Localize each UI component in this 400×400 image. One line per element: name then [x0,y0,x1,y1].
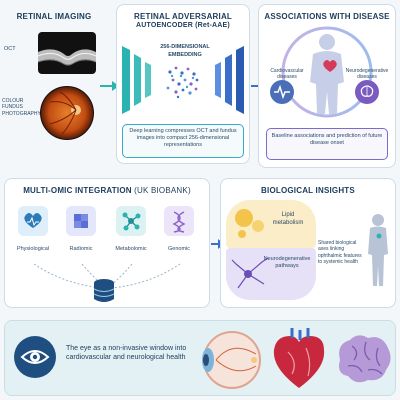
lipid-label: Lipid metabolism [272,212,304,226]
eye-anatomy-illustration [202,331,261,389]
fundus-photo [40,86,94,140]
multiomic-label-genomic: Genomic [167,246,190,252]
associations-title: ASSOCIATIONS WITH DISEASE [264,12,390,21]
fundus-label: COLOUR FUNDUS PHOTOGRAPHY [2,98,41,117]
associations-caption: Baseline associations and prediction of … [271,133,383,146]
insights-body-icon [368,214,388,286]
body-heart-icon [323,60,337,72]
neuro-label: Neurodegenerative diseases [345,68,389,81]
eye-icon [14,336,56,378]
oct-image [38,32,96,74]
cardio-label: Cardiovascular diseases [270,68,304,81]
oct-label: OCT [4,46,16,52]
encoder-layer-3 [145,62,151,98]
autoencoder-caption: Deep learning compresses OCT and fundus … [129,128,237,148]
autoencoder-title-line1: RETINAL ADVERSARIAL [133,12,233,21]
physiological-icon [18,206,48,236]
body-figure [281,26,373,118]
encoder-layer-1 [122,46,130,114]
multiomic-connectors [33,263,181,289]
bottom-banner [4,320,396,396]
radiomic-icon [66,206,96,236]
multiomic-label-radiomic: Radiomic [69,246,93,252]
latent-cluster [166,66,199,99]
encoder-layer-2 [134,54,141,106]
neuro-pathways-box [226,248,316,300]
cardio-icon [270,80,294,104]
multiomic-label-physiological: Physiological [16,246,50,252]
lipid-circle [226,200,316,248]
multiomic-title-main: MULTI-OMIC INTEGRATION [23,186,132,195]
bottom-text: The eye as a non-invasive window into ca… [66,345,187,362]
embedding-label-line2: EMBEDDING [168,52,202,58]
insights-caption: Shared biological axes linking ophthalmi… [318,240,362,265]
metabolomic-icon [116,206,146,236]
neuro-icon [355,80,379,104]
brain-illustration [339,335,391,383]
decoder-layer-2 [225,54,232,106]
embedding-label-line1: 256-DIMENSIONAL [160,44,210,50]
genomic-icon [164,206,194,236]
imaging-to-ae-arrow [100,81,119,91]
associations-caption-box [266,128,388,160]
multiomic-label-metabolomic: Metabolomic [115,246,147,252]
multiomic-title-suffix: (UK BIOBANK) [134,186,191,195]
neuro-pathways-label: Neurodegenerative pathways [263,256,311,269]
autoencoder-title-line2: AUTOENCODER (Ret-AAE) [136,22,230,29]
database-icon [92,278,116,304]
insights-title: BIOLOGICAL INSIGHTS [261,186,355,195]
decoder-layer-1 [215,62,221,98]
autoencoder-caption-box [122,124,244,158]
decoder-layer-3 [236,46,244,114]
multiomic-title: MULTI-OMIC INTEGRATION (UK BIOBANK) [4,186,210,195]
heart-illustration [273,328,325,388]
retinal-imaging-title: RETINAL IMAGING [16,12,92,21]
autoencoder-diagram [122,46,244,114]
